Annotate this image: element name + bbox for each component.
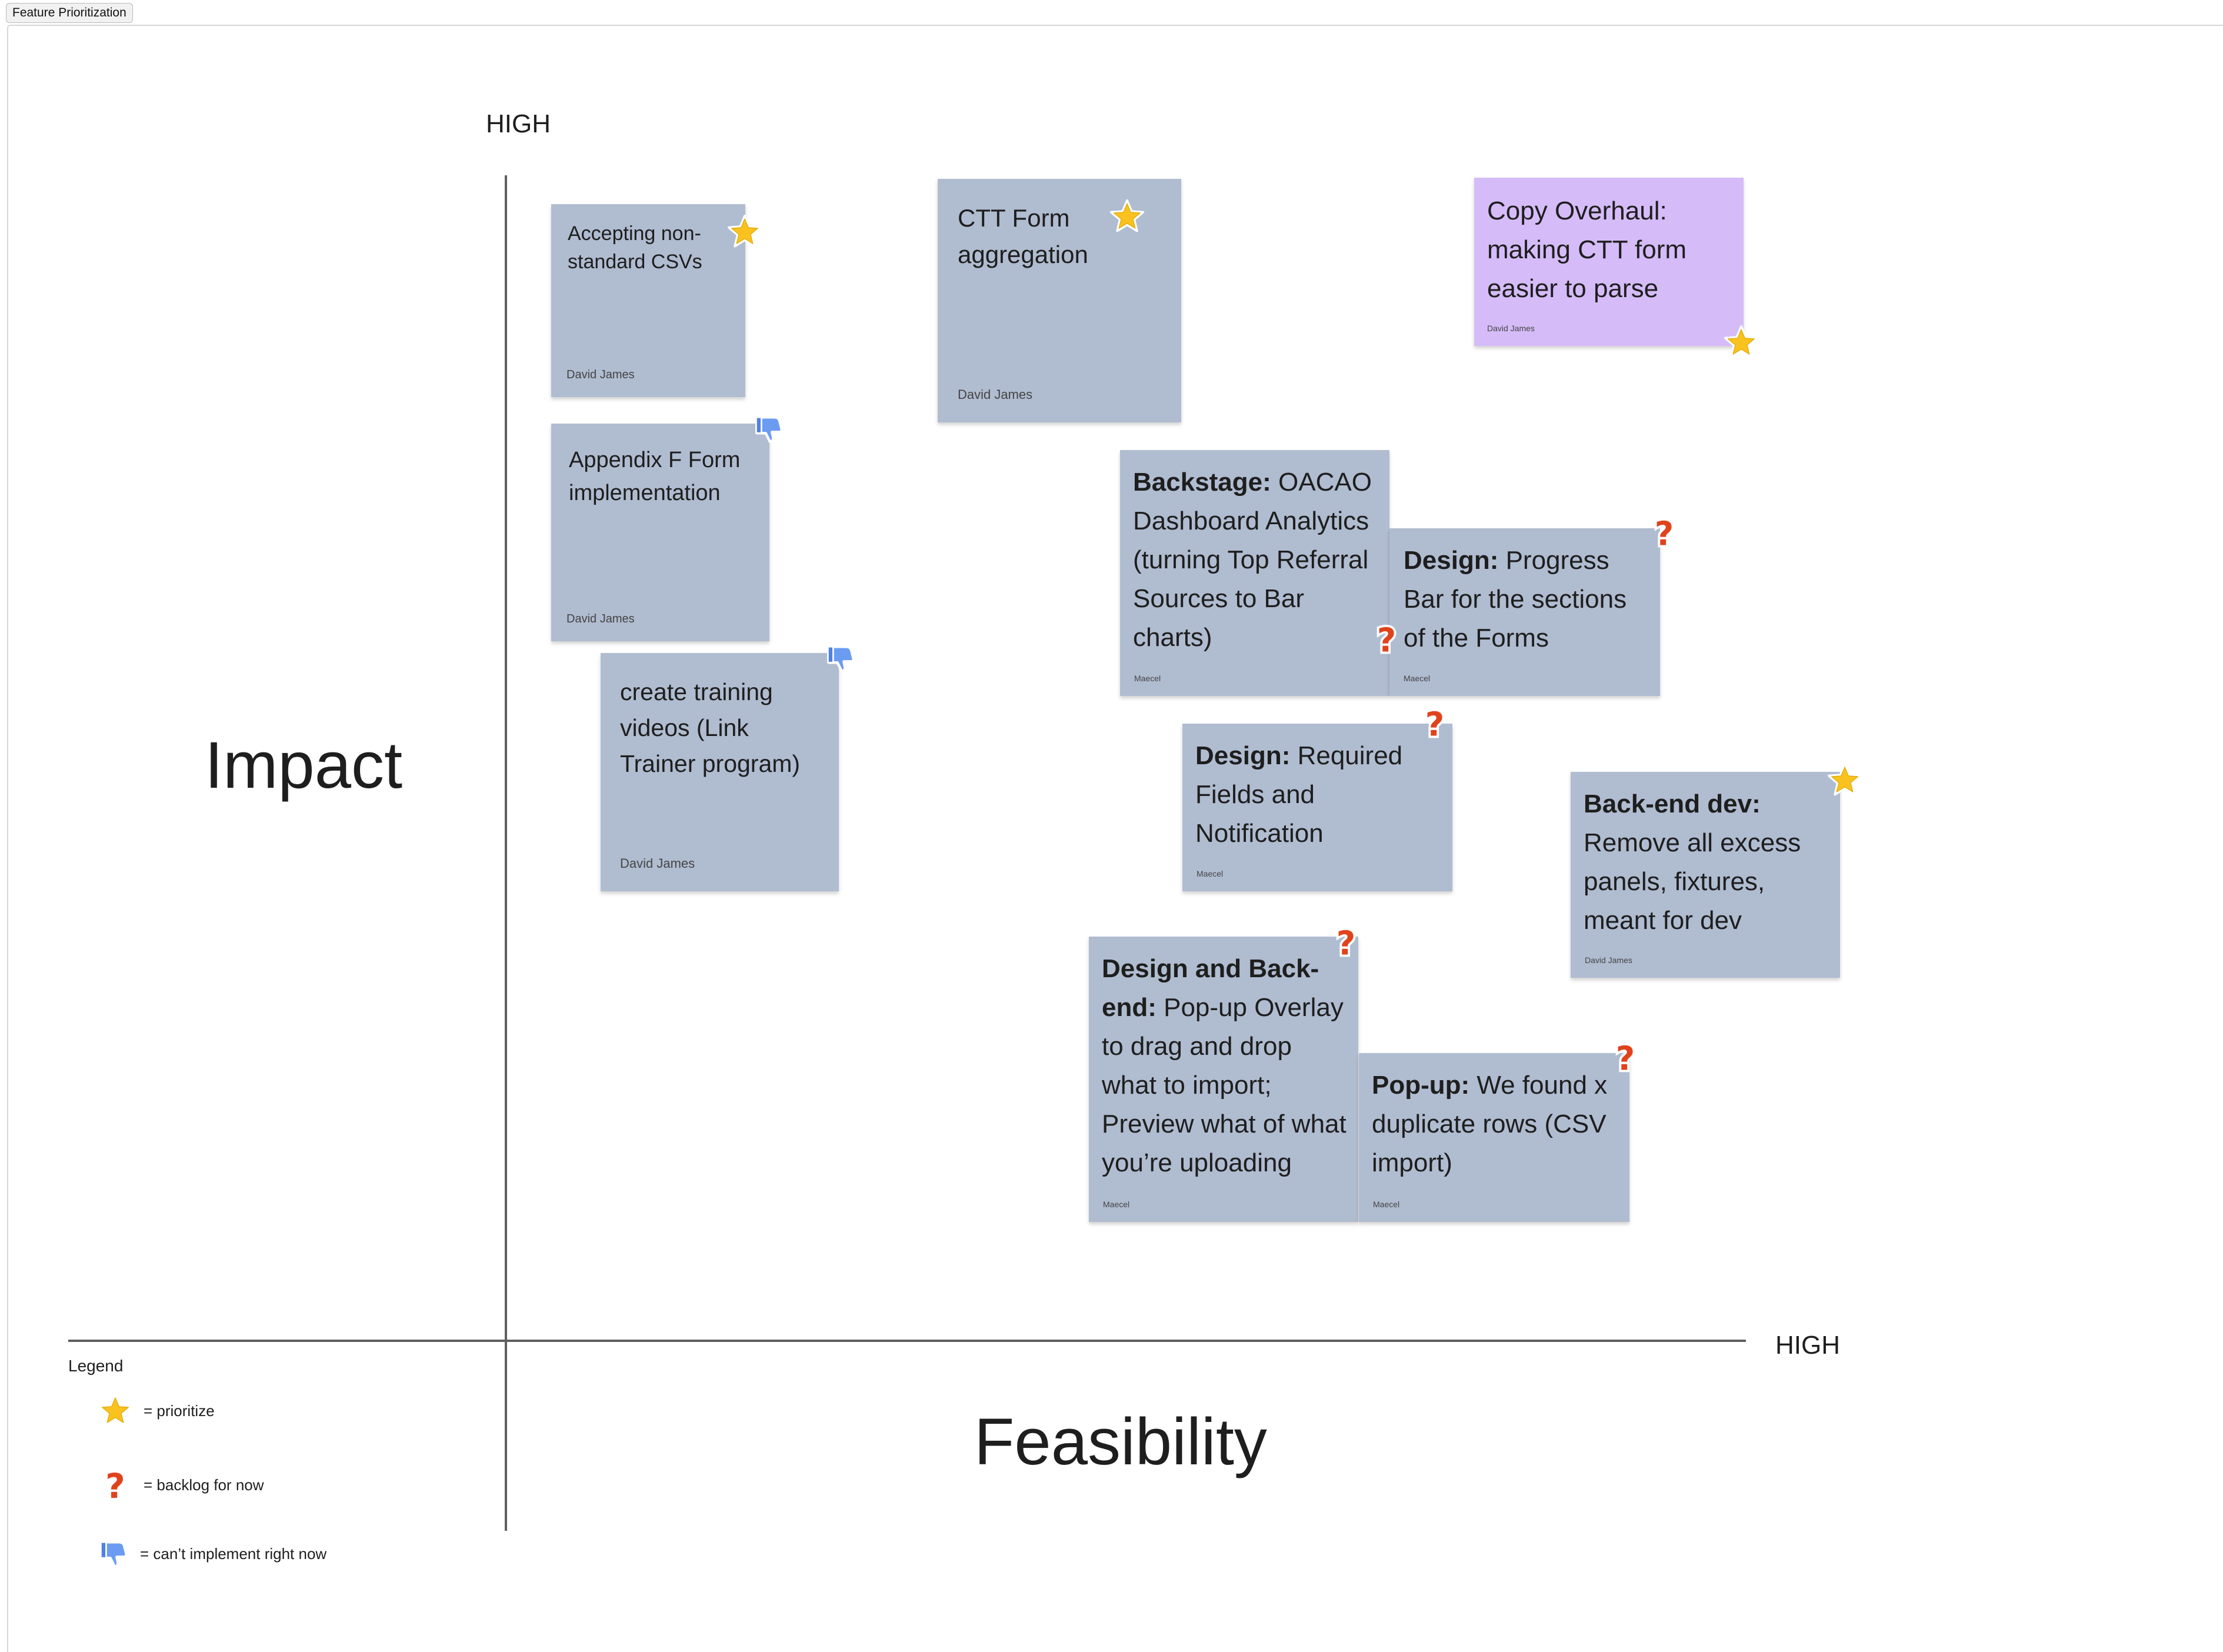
- note-text: Accepting non-standard CSVs: [568, 222, 702, 273]
- note-text: Design: Progress Bar for the sections of…: [1404, 546, 1627, 652]
- question-icon: [98, 1467, 133, 1503]
- thumbs-down-icon[interactable]: [753, 413, 785, 445]
- question-icon[interactable]: [1647, 515, 1681, 549]
- sticky-note[interactable]: Pop-up: We found x duplicate rows (CSV i…: [1359, 1053, 1629, 1222]
- note-text: Appendix F Form implementation: [569, 448, 741, 505]
- frame-title[interactable]: Feature Prioritization: [6, 3, 133, 23]
- sticky-note[interactable]: Design and Back-end: Pop-up Overlay to d…: [1089, 937, 1358, 1222]
- note-text: Backstage: OACAO Dashboard Analytics (tu…: [1133, 468, 1372, 652]
- note-text: Back-end dev: Remove all excess panels, …: [1584, 790, 1801, 935]
- note-text: Pop-up: We found x duplicate rows (CSV i…: [1372, 1071, 1608, 1177]
- sticky-note[interactable]: Appendix F Form implementation David Jam…: [551, 424, 769, 641]
- note-author: Maecel: [1404, 674, 1431, 683]
- question-icon[interactable]: [1329, 925, 1363, 959]
- note-author: David James: [958, 387, 1033, 402]
- note-author: Maecel: [1197, 869, 1224, 878]
- note-text: Copy Overhaul: making CTT form easier to…: [1487, 196, 1687, 303]
- y-axis-high-label: HIGH: [486, 109, 551, 138]
- question-icon[interactable]: [1418, 706, 1452, 740]
- legend-title: Legend: [68, 1357, 124, 1375]
- sticky-note[interactable]: CTT Form aggregation David James: [938, 179, 1181, 422]
- y-axis-line: [505, 175, 507, 1531]
- question-icon[interactable]: [1369, 622, 1404, 656]
- note-text: create training videos (Link Trainer pro…: [620, 678, 801, 777]
- note-text: Design: Required Fields and Notification: [1195, 741, 1403, 848]
- note-author: David James: [566, 368, 635, 381]
- note-author: David James: [566, 612, 635, 625]
- note-text: Design and Back-end: Pop-up Overlay to d…: [1102, 954, 1347, 1177]
- y-axis-title: Impact: [205, 728, 403, 802]
- legend-label: = backlog for now: [144, 1476, 264, 1494]
- note-author: David James: [620, 856, 695, 871]
- note-text: CTT Form aggregation: [958, 204, 1088, 268]
- legend-item-cant-implement: = can’t implement right now: [98, 1538, 326, 1570]
- star-icon[interactable]: [727, 214, 762, 249]
- sticky-note[interactable]: Accepting non-standard CSVs David James: [551, 204, 745, 397]
- legend-item-prioritize: = prioritize: [98, 1393, 215, 1428]
- star-icon: [98, 1393, 133, 1428]
- star-icon[interactable]: [1724, 325, 1759, 360]
- note-author: Maecel: [1103, 1200, 1130, 1209]
- x-axis-line: [68, 1340, 1746, 1342]
- star-icon[interactable]: [1827, 762, 1862, 798]
- x-axis-title: Feasibility: [974, 1405, 1267, 1478]
- question-icon[interactable]: [1608, 1040, 1642, 1074]
- star-icon[interactable]: [1109, 199, 1145, 234]
- x-axis-high-label: HIGH: [1775, 1331, 1840, 1360]
- sticky-note[interactable]: Design: Progress Bar for the sections of…: [1389, 528, 1660, 696]
- note-author: David James: [1585, 955, 1632, 965]
- note-author: David James: [1487, 324, 1535, 333]
- sticky-note[interactable]: Design: Required Fields and Notification…: [1182, 724, 1452, 891]
- legend-label: = prioritize: [144, 1401, 215, 1420]
- thumbs-down-icon[interactable]: [825, 642, 856, 674]
- thumbs-down-icon: [98, 1538, 129, 1570]
- sticky-note[interactable]: Back-end dev: Remove all excess panels, …: [1571, 772, 1840, 978]
- sticky-note[interactable]: create training videos (Link Trainer pro…: [601, 653, 839, 891]
- sticky-note[interactable]: Copy Overhaul: making CTT form easier to…: [1474, 178, 1744, 346]
- note-author: Maecel: [1134, 674, 1161, 683]
- legend-item-backlog: = backlog for now: [98, 1467, 264, 1503]
- sticky-note[interactable]: Backstage: OACAO Dashboard Analytics (tu…: [1120, 450, 1389, 696]
- legend-label: = can’t implement right now: [140, 1544, 327, 1563]
- note-author: Maecel: [1373, 1200, 1400, 1209]
